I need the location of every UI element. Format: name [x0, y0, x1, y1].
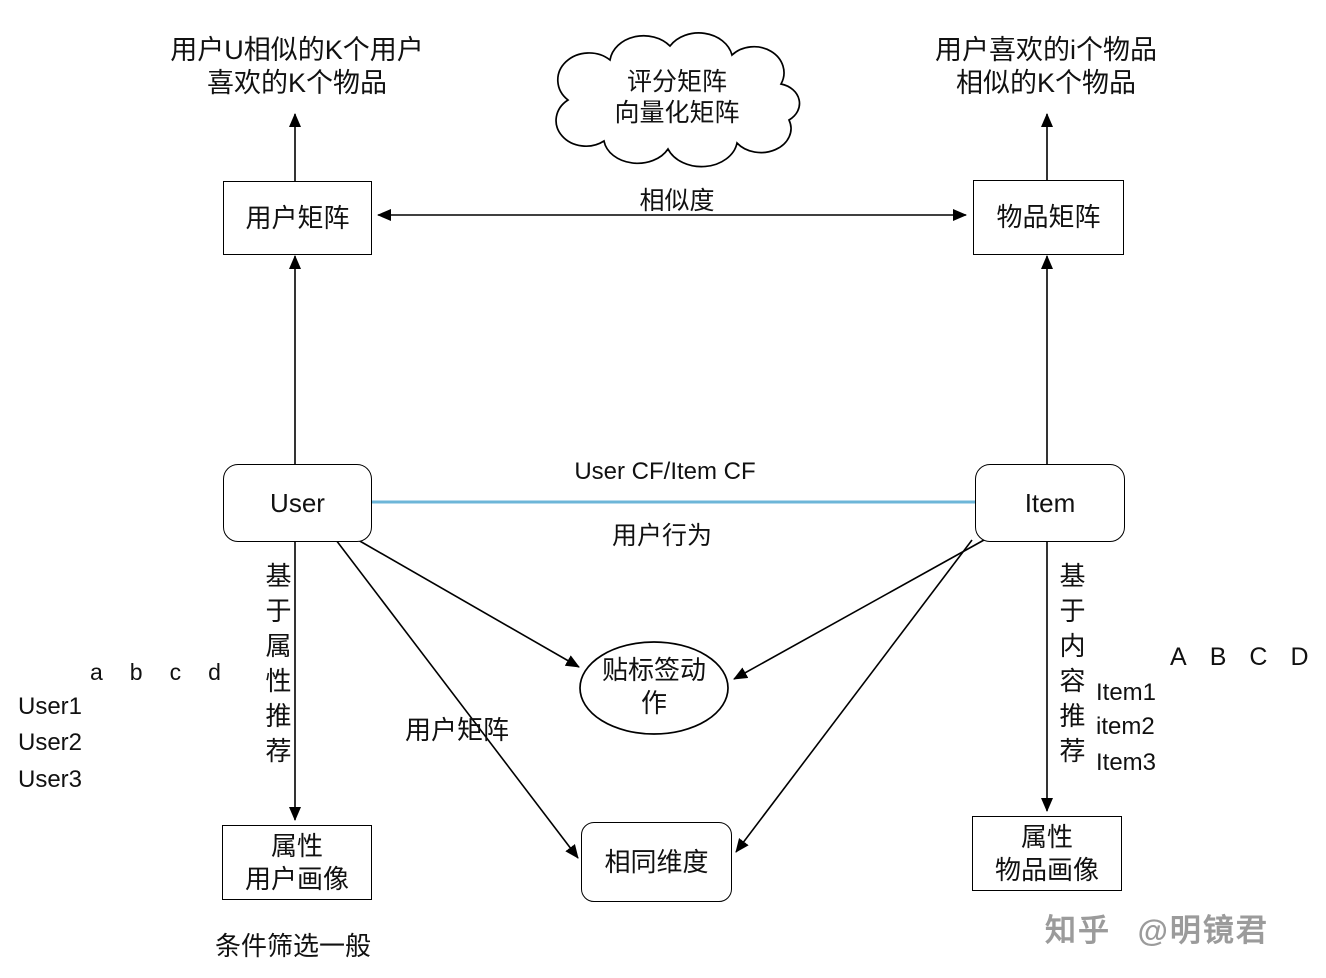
caption-top-right-line2: 相似的K个物品 — [955, 68, 1136, 98]
user-profile-box: 属性 用户画像 — [222, 825, 372, 900]
user-box: User — [223, 464, 372, 542]
right-table-header: A B C D — [1170, 643, 1309, 672]
caption-top-left-line1: 用户U相似的K个用户 — [170, 35, 424, 65]
cloud-label-line1: 评分矩阵 — [626, 68, 727, 96]
watermark: 知乎 @明镜君 — [1045, 905, 1269, 950]
left-table-col-d: d — [208, 659, 221, 685]
edge-user-to-samedim — [335, 539, 579, 859]
watermark-brand: 知乎 — [1045, 913, 1111, 948]
left-table-row-3: User3 — [18, 766, 83, 793]
right-table-row-1: Item1 — [1096, 679, 1157, 706]
left-table-col-a: a — [90, 659, 103, 685]
right-table-row-3: Item3 — [1096, 749, 1157, 776]
item-profile-box: 属性 物品画像 — [972, 816, 1122, 891]
item-box: Item — [975, 464, 1125, 542]
caption-top-left-line2: 喜欢的K个物品 — [206, 68, 387, 98]
user-profile-line2: 用户画像 — [244, 863, 349, 894]
cloud-shape — [555, 32, 801, 168]
edge-item-to-samedim — [735, 539, 973, 853]
item-box-label: Item — [1024, 487, 1076, 518]
item-profile-line2: 物品画像 — [994, 854, 1099, 885]
right-table-col-d: D — [1290, 643, 1309, 671]
tag-action-ellipse — [579, 641, 729, 735]
user-cf-item-cf-label: User CF/Item CF — [574, 458, 756, 485]
left-table-row-2: User2 — [18, 729, 83, 756]
edge-item-to-ellipse — [733, 539, 985, 680]
item-profile-line1: 属性 — [1020, 822, 1073, 852]
cloud-label: 评分矩阵 向量化矩阵 — [577, 67, 777, 129]
item-matrix-box: 物品矩阵 — [973, 180, 1124, 255]
user-behavior-label: 用户行为 — [611, 522, 712, 550]
user-matrix-box: 用户矩阵 — [223, 181, 372, 255]
same-dimension-label: 相同维度 — [604, 846, 709, 877]
left-vertical-label: 基于属性推荐 — [262, 562, 292, 772]
right-table-col-b: B — [1209, 643, 1227, 671]
right-table-col-c: C — [1249, 643, 1268, 671]
cloud-label-line2: 向量化矩阵 — [614, 99, 740, 127]
watermark-author: @明镜君 — [1137, 913, 1269, 948]
right-table-row-2: item2 — [1096, 713, 1155, 740]
left-table-row-1: User1 — [18, 693, 83, 720]
right-table-col-a: A — [1170, 643, 1187, 671]
caption-top-left: 用户U相似的K个用户 喜欢的K个物品 — [137, 34, 457, 100]
same-dimension-box: 相同维度 — [581, 822, 732, 902]
user-matrix-edge-label: 用户矩阵 — [405, 715, 510, 745]
tag-action-label: 贴标签动作 — [601, 655, 706, 718]
left-table-header: a b c d — [90, 659, 221, 686]
left-table-col-b: b — [129, 659, 143, 685]
user-box-label: User — [270, 487, 325, 518]
condition-filter-note: 条件筛选一般 — [215, 931, 372, 961]
user-matrix-label: 用户矩阵 — [245, 202, 350, 233]
caption-top-right-line1: 用户喜欢的i个物品 — [935, 35, 1157, 65]
user-profile-line1: 属性 — [270, 831, 323, 861]
caption-top-right: 用户喜欢的i个物品 相似的K个物品 — [886, 34, 1206, 100]
similarity-label: 相似度 — [639, 187, 715, 215]
right-vertical-label: 基于内容推荐 — [1056, 562, 1086, 772]
left-table-col-c: c — [169, 659, 182, 685]
item-matrix-label: 物品矩阵 — [996, 202, 1101, 233]
edge-user-to-ellipse — [357, 539, 580, 668]
